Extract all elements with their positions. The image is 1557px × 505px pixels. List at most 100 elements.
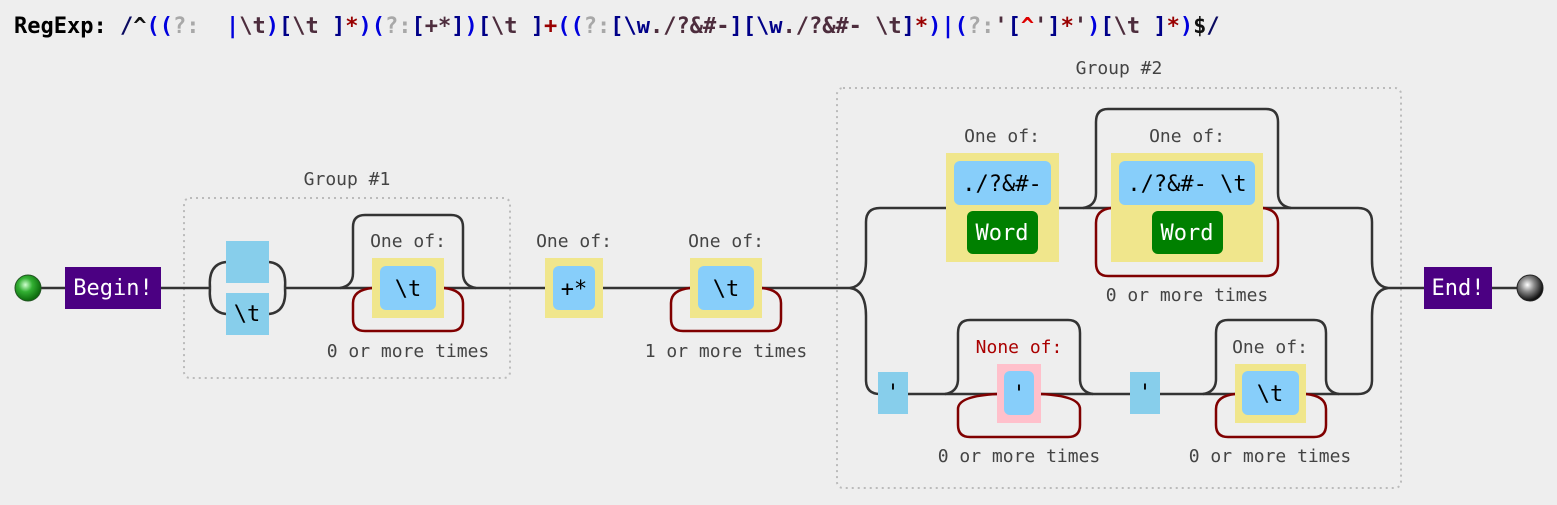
begin-anchor-box: [65, 267, 161, 309]
charset-2-caption: One of:: [536, 231, 612, 252]
regex-token: ^: [133, 14, 147, 39]
charset-3-caption: One of:: [688, 231, 764, 252]
charset-6-caption: One of:: [1232, 337, 1308, 358]
regex-token: ': [994, 14, 1008, 39]
close-quote-box: [1130, 372, 1160, 414]
charset-5-item-url-chars-tab: [1119, 161, 1255, 205]
regex-token: [: [742, 14, 756, 39]
space-literal-box: [226, 241, 269, 283]
regex-token: \t: [1113, 14, 1154, 39]
regex-token: \w: [755, 14, 783, 39]
charset-5-item-word-label: Word: [1161, 221, 1214, 246]
regex-token: [: [1100, 14, 1114, 39]
regex-label: RegExp:: [14, 14, 107, 39]
regex-token: /: [1206, 14, 1220, 39]
regex-token: ): [358, 14, 372, 39]
repeat-label-url-chars: 0 or more times: [1106, 285, 1269, 306]
regex-token: ?:: [583, 14, 611, 39]
close-quote-label: ': [1138, 381, 1151, 406]
regex-token: ): [928, 14, 942, 39]
connector-lines: [41, 206, 1518, 396]
regex-token: (: [557, 14, 571, 39]
regex-token: \w: [623, 14, 650, 39]
regex-token: ?:: [172, 14, 200, 39]
group-2-box: [836, 87, 1402, 489]
regex-token: *: [914, 14, 929, 39]
regex-token: ]: [901, 14, 915, 39]
regex-token: ]: [451, 14, 465, 39]
repeat-loops: [351, 206, 1328, 439]
regex-token: ]: [1047, 14, 1061, 39]
regex-token: [: [278, 14, 293, 39]
charset-2-item-plus-star: [553, 266, 595, 310]
regex-token: [: [610, 14, 624, 39]
regex-token: |: [941, 14, 955, 39]
regex-token: ]: [331, 14, 346, 39]
end-circle: [1516, 274, 1544, 302]
regex-token: (: [954, 14, 968, 39]
open-quote-box: [878, 372, 908, 414]
regex-token: ): [464, 14, 478, 39]
charset-3-item-tab-label: \t: [713, 277, 740, 302]
charset-6-item-tab-label: \t: [1257, 382, 1284, 407]
regex-token: [: [477, 14, 491, 39]
charset-4-item-word-label: Word: [976, 221, 1029, 246]
regex-token: ): [265, 14, 279, 39]
tab-literal-label: \t: [234, 302, 261, 327]
end-anchor-box: [1424, 267, 1492, 309]
charset-5-caption: One of:: [1149, 126, 1225, 147]
charset-1-item-tab: [380, 266, 436, 310]
regex-token: +: [543, 14, 558, 39]
group-2-label: Group #2: [1076, 58, 1163, 79]
regex-token: ]: [1153, 14, 1167, 39]
charset-2-item-label: +*: [561, 277, 588, 302]
charset-4-caption: One of:: [964, 126, 1040, 147]
regex-token: (: [159, 14, 173, 39]
regex-token: (: [371, 14, 385, 39]
start-circle: [14, 274, 42, 302]
regex-token: +*: [424, 14, 452, 39]
regex-token: *: [345, 14, 359, 39]
repeat-label-group1: 0 or more times: [327, 341, 490, 362]
regex-token: ': [1034, 14, 1048, 39]
regex-token: ]: [729, 14, 743, 39]
regex-token: (: [570, 14, 584, 39]
open-quote-label: ': [886, 381, 899, 406]
tab-literal-box: [226, 293, 269, 335]
regex-token: ?:: [967, 14, 995, 39]
charset-1-item-tab-label: \t: [395, 277, 422, 302]
regex-token: ): [1179, 14, 1194, 39]
regex-token: ]: [530, 14, 544, 39]
repeat-label-one-or-more: 1 or more times: [645, 341, 808, 362]
regex-token: ./?&#-: [649, 14, 730, 39]
negated-charset-caption: None of:: [976, 337, 1063, 358]
end-anchor-label: End!: [1432, 276, 1485, 301]
charset-5-item-url-chars-tab-label: ./?&#- \t: [1127, 172, 1246, 197]
regex-token: \t: [239, 14, 266, 39]
regex-token: |: [225, 14, 240, 39]
regex-token: $: [1193, 14, 1207, 39]
negated-charset-item-quote: [1004, 371, 1034, 415]
repeat-label-quoted: 0 or more times: [938, 446, 1101, 467]
regex-token: *: [1060, 14, 1074, 39]
regex-token: ^: [1020, 14, 1035, 39]
charset-3-item-tab: [698, 266, 754, 310]
skip-loops: [339, 107, 1340, 396]
regex-token: ./?&#- \t: [782, 14, 902, 39]
regex-token: \t: [292, 14, 332, 39]
repeat-label-trailing-tab: 0 or more times: [1189, 446, 1352, 467]
regex-token: /: [119, 14, 134, 39]
group-1-label: Group #1: [304, 169, 391, 190]
regex-token: ?:: [384, 14, 412, 39]
regex-token: [: [1007, 14, 1021, 39]
regex-token: ): [1087, 14, 1101, 39]
regex-pattern: /^((?: |\t)[\t ]*)(?:[+*])[\t ]+((?:[\w.…: [120, 14, 1220, 39]
charset-4-item-url-chars: [954, 161, 1051, 205]
regex-token: [: [411, 14, 425, 39]
charset-4-item-word: [967, 211, 1038, 254]
charset-1-caption: One of:: [370, 231, 446, 252]
charset-4-item-url-chars-label: ./?&#-: [962, 172, 1041, 197]
negated-charset-item-quote-label: ': [1012, 382, 1025, 407]
charset-5-item-word: [1152, 211, 1223, 254]
